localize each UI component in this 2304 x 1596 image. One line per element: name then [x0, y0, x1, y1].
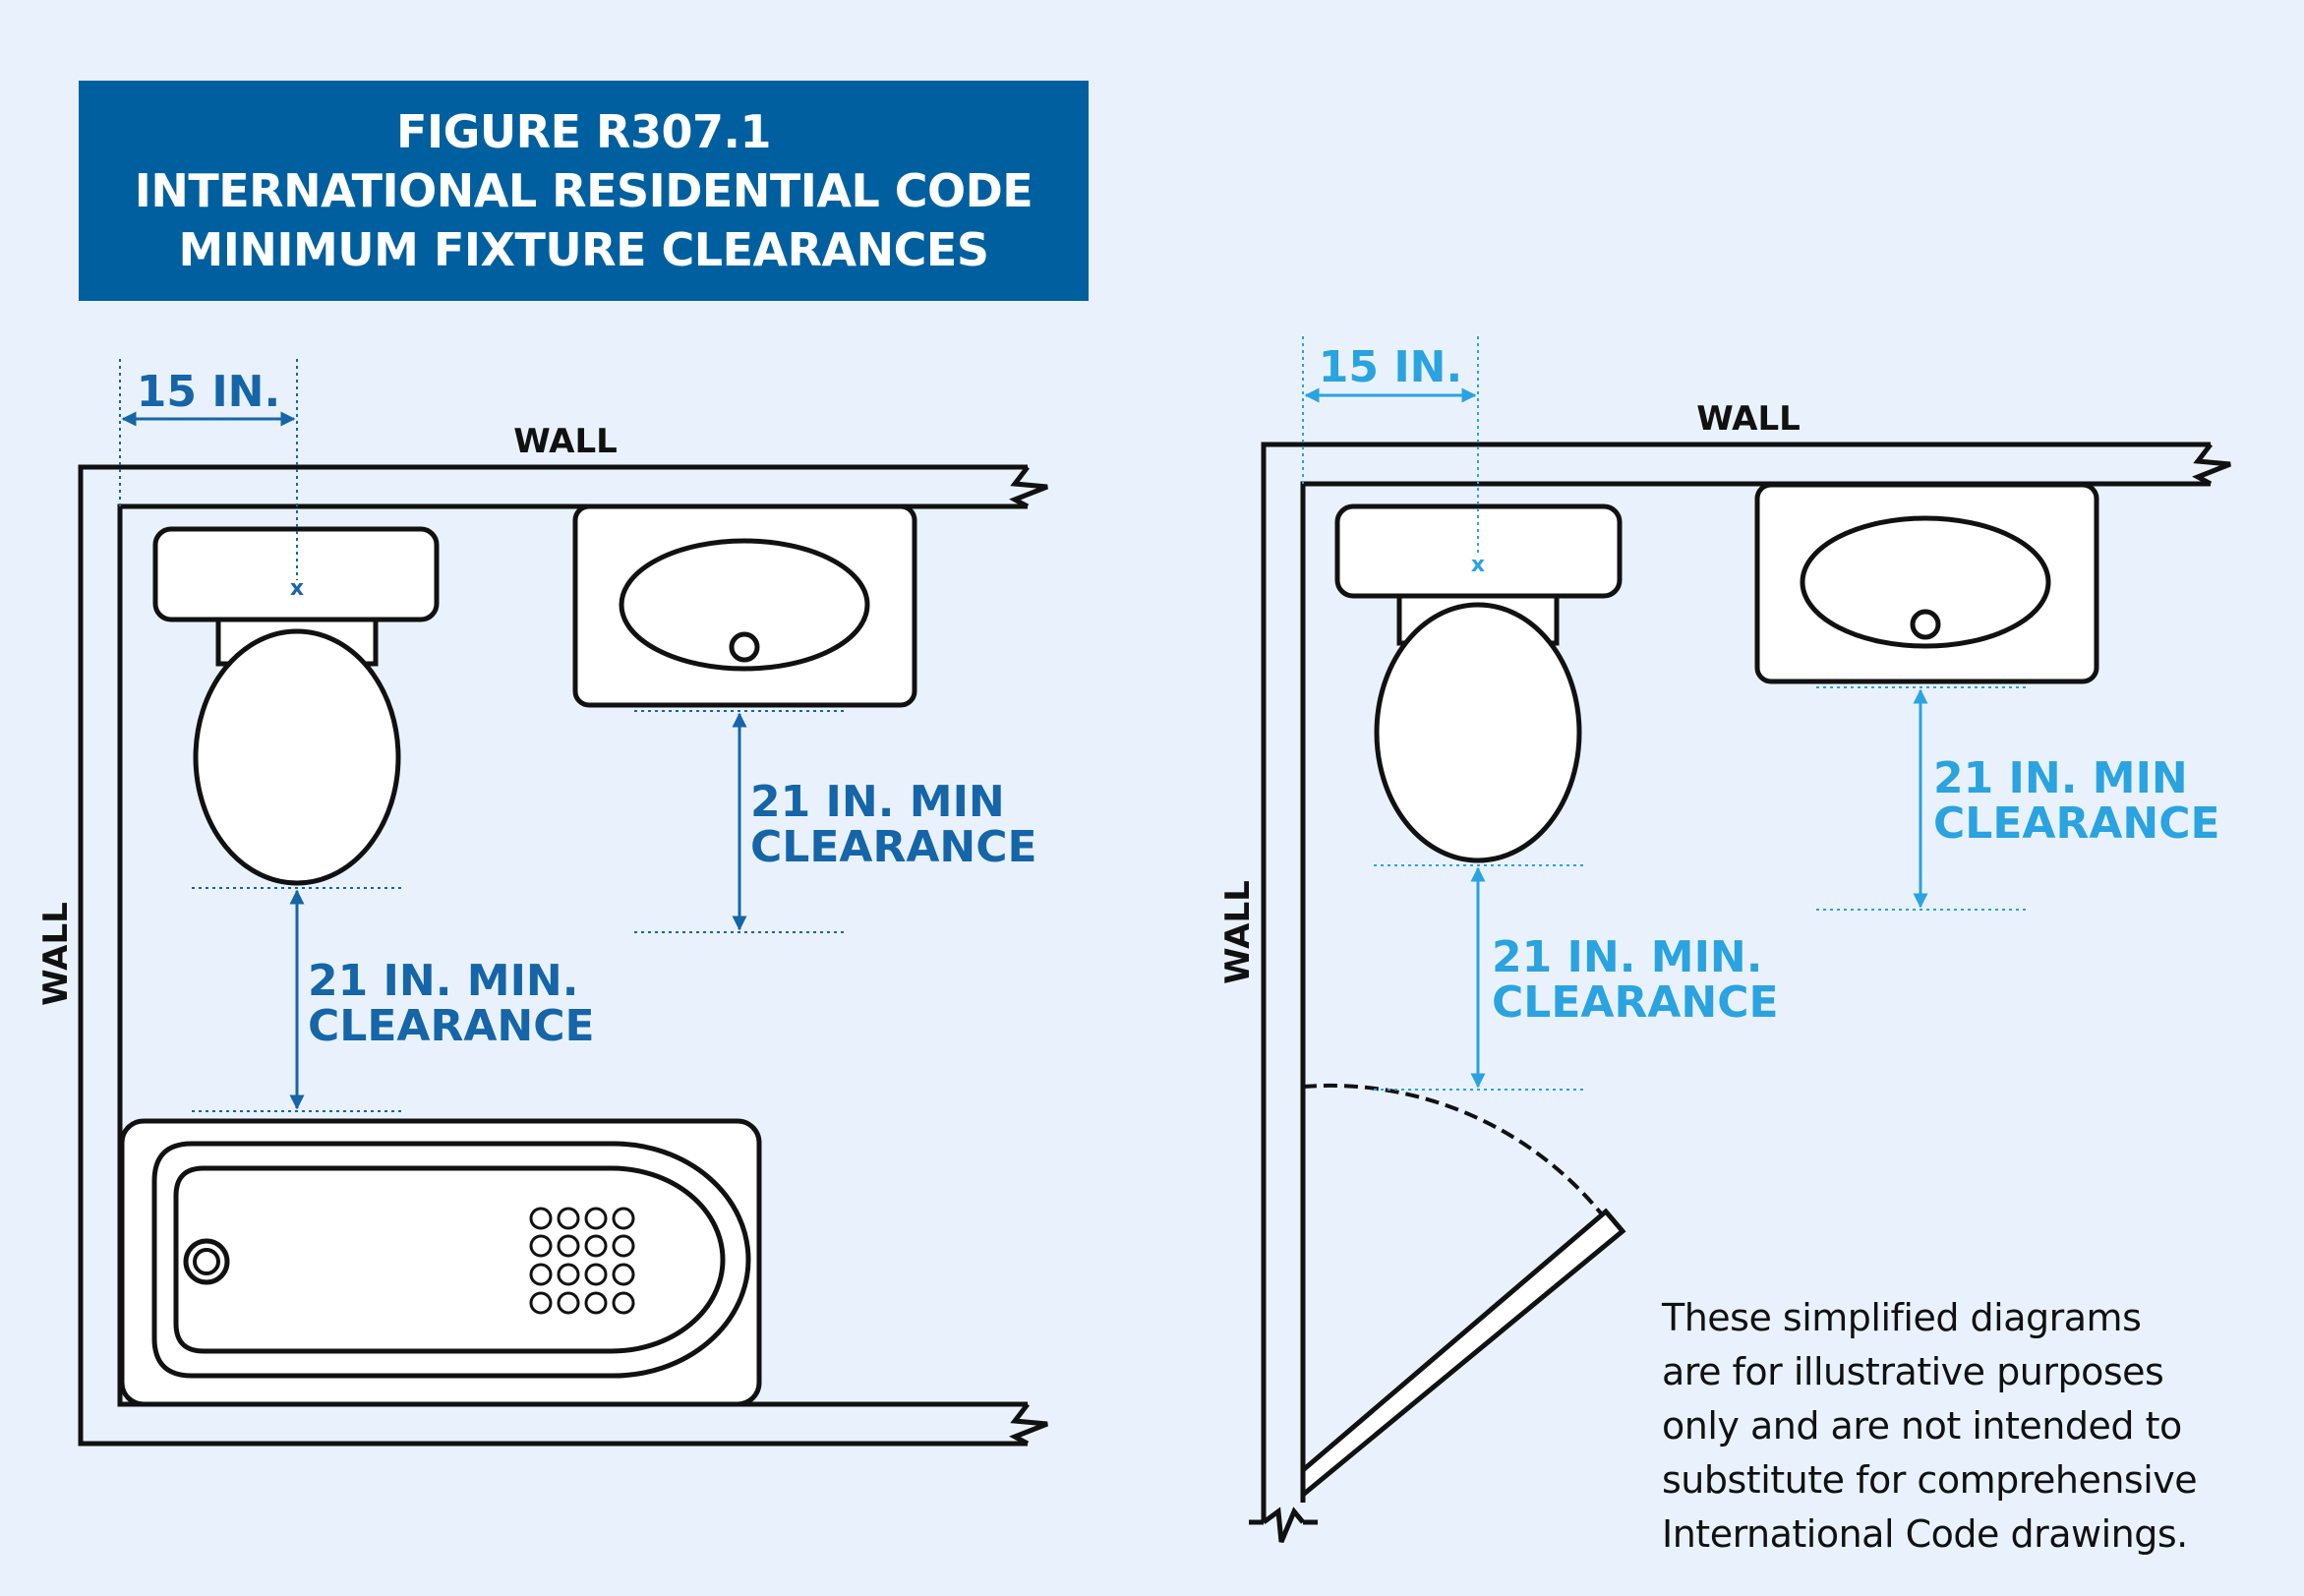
left-toilet-clearance-line1: 21 IN. MIN. [308, 956, 578, 1006]
right-toilet-clearance-line1: 21 IN. MIN. [1492, 932, 1762, 982]
left-sink-clearance-line2: CLEARANCE [750, 822, 1037, 872]
right-bathroom-diagram: x WALL WALL [1218, 336, 2231, 1543]
disclaimer-line: International Code drawings. [1662, 1512, 2188, 1556]
left-toilet-clearance-line2: CLEARANCE [308, 1001, 595, 1051]
left-toilet [152, 526, 440, 886]
left-dimension-arrows [121, 411, 747, 1110]
right-dimension-arrows [1304, 387, 1928, 1089]
right-dim-15-label: 15 IN. [1319, 342, 1462, 392]
left-wall-side-label: WALL [36, 902, 76, 1006]
left-bathroom-diagram: x [36, 359, 1048, 1447]
left-bathtub-jets [529, 1207, 635, 1315]
right-door [1300, 1083, 1626, 1501]
figure-number: FIGURE R307.1 [396, 105, 771, 158]
right-toilet [1334, 503, 1623, 863]
disclaimer-note: These simplified diagrams are for illust… [1662, 1291, 2272, 1562]
left-wall-top-label: WALL [513, 422, 618, 461]
right-sink [1754, 482, 2099, 684]
left-sink-clearance-line1: 21 IN. MIN [750, 777, 1005, 827]
figure-code-name: INTERNATIONAL RESIDENTIAL CODE [134, 164, 1034, 217]
figure-title-box: FIGURE R307.1 INTERNATIONAL RESIDENTIAL … [79, 81, 1089, 301]
right-toilet-clearance-line2: CLEARANCE [1492, 977, 1779, 1028]
disclaimer-line: These simplified diagrams [1662, 1296, 2142, 1339]
figure-subject: MINIMUM FIXTURE CLEARANCES [178, 223, 989, 276]
disclaimer-line: are for illustrative purposes [1662, 1350, 2164, 1393]
right-wall-top-label: WALL [1696, 399, 1801, 439]
right-dimension-lines [1302, 336, 2026, 1091]
left-dimension-lines [119, 359, 844, 1112]
right-toilet-centerline-mark: x [1471, 553, 1485, 577]
disclaimer-line: substitute for comprehensive [1662, 1458, 2198, 1502]
left-sink [572, 503, 917, 708]
right-sink-clearance-line1: 21 IN. MIN [1933, 753, 2188, 803]
left-dim-15-label: 15 IN. [137, 367, 280, 417]
right-wall-side-label: WALL [1218, 880, 1258, 984]
right-sink-clearance-line2: CLEARANCE [1933, 798, 2220, 849]
left-bathtub [119, 1118, 762, 1407]
left-toilet-centerline-mark: x [290, 576, 304, 601]
disclaimer-line: only and are not intended to [1662, 1404, 2182, 1448]
